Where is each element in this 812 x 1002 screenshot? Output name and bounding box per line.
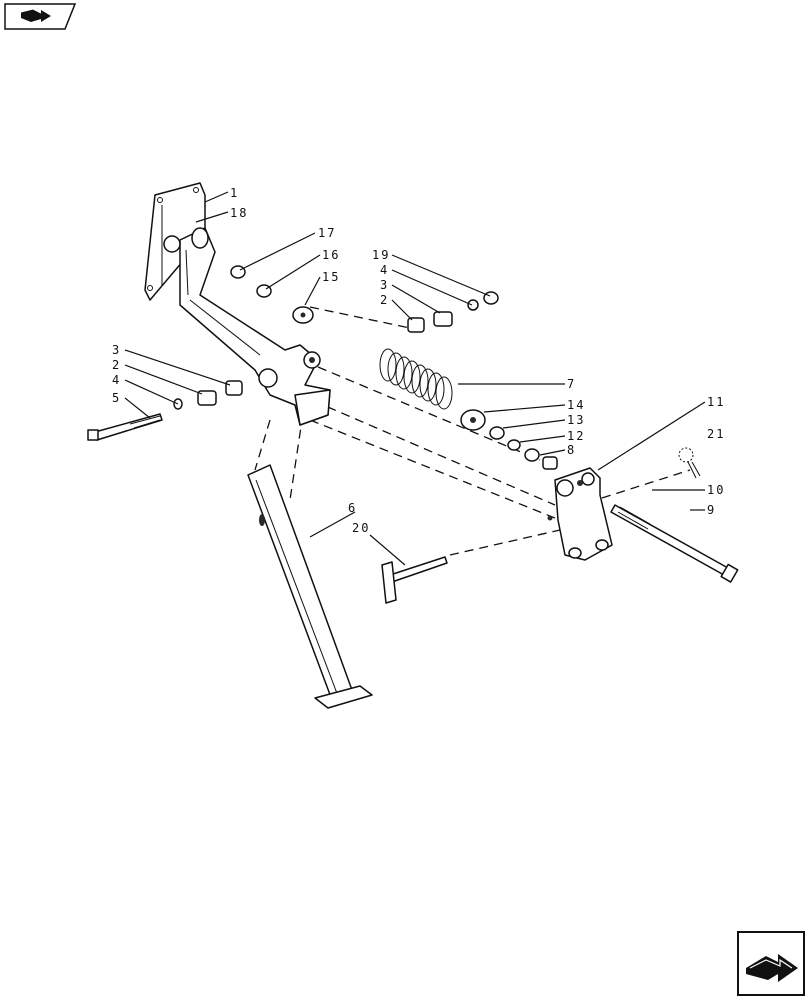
callout-16: 16 bbox=[322, 248, 340, 262]
callout-4-top: 4 bbox=[380, 263, 389, 277]
lever-arm bbox=[163, 227, 331, 426]
callout-3-left: 3 bbox=[112, 343, 121, 357]
callout-17: 17 bbox=[318, 226, 336, 240]
long-bolt bbox=[610, 504, 739, 583]
page-back-arrow-icon bbox=[4, 3, 77, 30]
callout-8: 8 bbox=[567, 443, 576, 457]
callout-1: 1 bbox=[230, 186, 239, 200]
callout-6: 6 bbox=[348, 501, 357, 515]
callout-18: 18 bbox=[230, 206, 248, 220]
spring bbox=[379, 348, 453, 410]
left-hardware bbox=[87, 380, 243, 441]
callout-9: 9 bbox=[707, 503, 716, 517]
support-post bbox=[247, 464, 373, 709]
callout-3-top: 3 bbox=[380, 278, 389, 292]
callout-21: 21 bbox=[707, 427, 725, 441]
callout-20: 20 bbox=[352, 521, 370, 535]
bracket bbox=[547, 467, 613, 561]
callout-11: 11 bbox=[707, 395, 725, 409]
spring-hardware bbox=[460, 409, 558, 470]
leader-lines bbox=[124, 191, 706, 566]
assembly-lines bbox=[254, 306, 691, 556]
callout-5: 5 bbox=[112, 391, 121, 405]
callout-labels: 1 18 17 16 15 19 4 3 2 3 2 4 5 7 14 13 1… bbox=[112, 186, 725, 535]
callout-10: 10 bbox=[707, 483, 725, 497]
callout-2-top: 2 bbox=[380, 293, 389, 307]
clip-pin bbox=[678, 447, 701, 479]
top-hardware bbox=[230, 265, 499, 333]
callout-19: 19 bbox=[372, 248, 390, 262]
callout-15: 15 bbox=[322, 270, 340, 284]
previous-page-button[interactable] bbox=[3, 2, 77, 31]
page-forward-arrow-icon bbox=[737, 931, 805, 996]
callout-12: 12 bbox=[567, 429, 585, 443]
callout-2-left: 2 bbox=[112, 358, 121, 372]
t-pin bbox=[381, 556, 448, 604]
callout-14: 14 bbox=[567, 398, 585, 412]
callout-7: 7 bbox=[567, 377, 576, 391]
callout-13: 13 bbox=[567, 413, 585, 427]
next-page-button[interactable] bbox=[736, 930, 806, 997]
callout-4-left: 4 bbox=[112, 373, 121, 387]
